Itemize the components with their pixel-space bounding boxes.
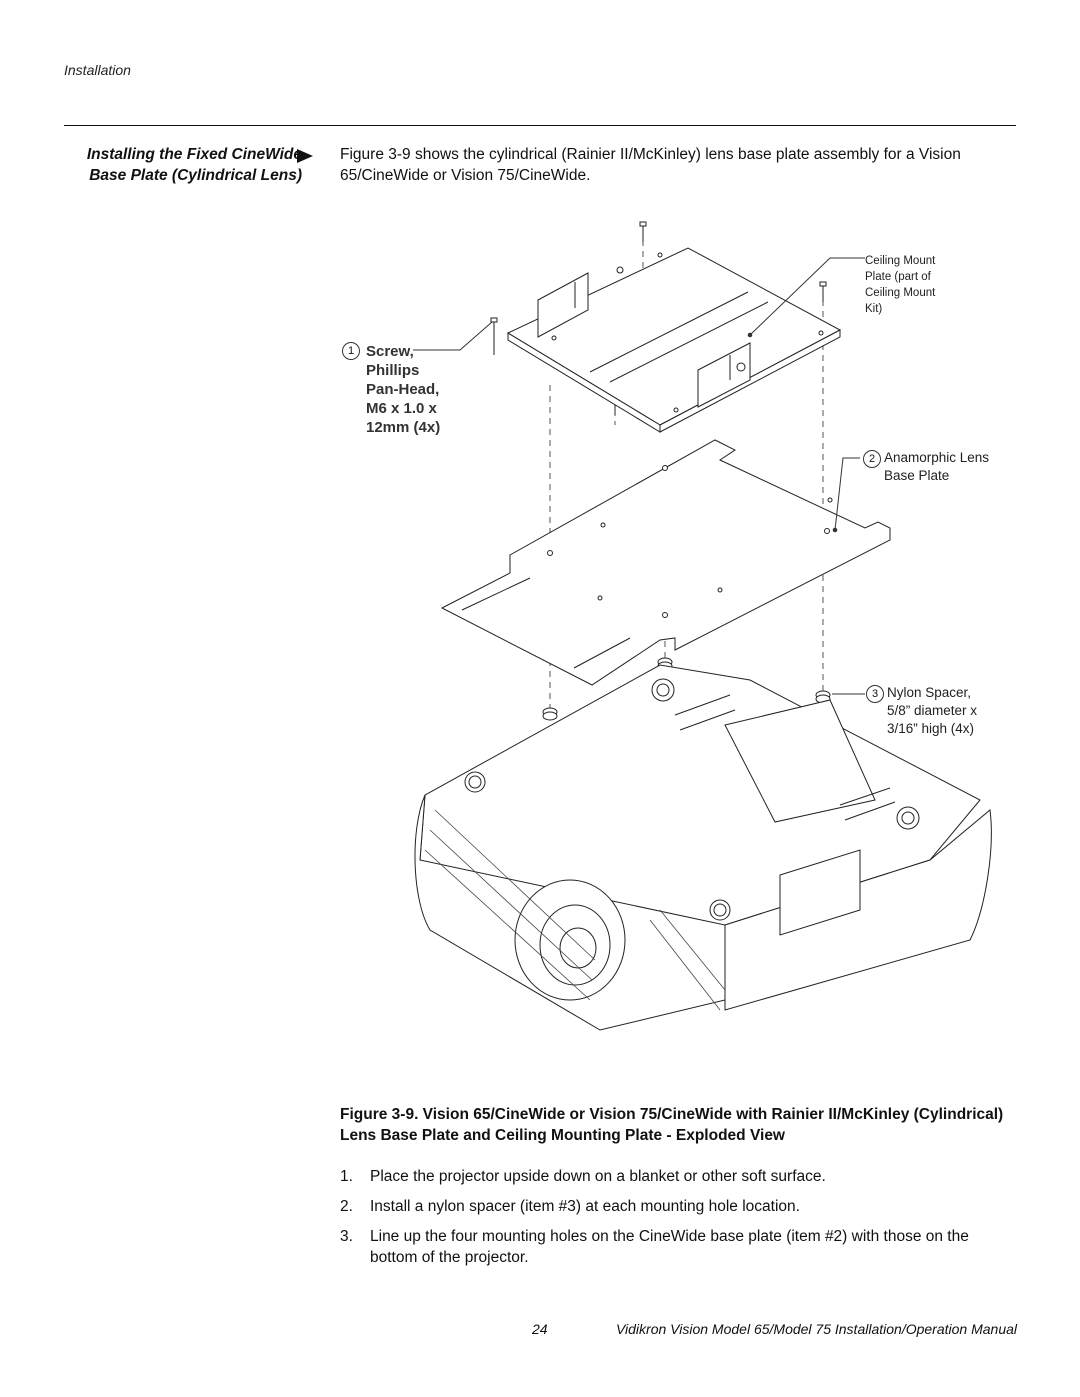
- step-text: Install a nylon spacer (item #3) at each…: [370, 1198, 800, 1215]
- callout-leaders: [413, 257, 865, 695]
- spacer-label: Nylon Spacer, 5/8” diameter x 3/16” high…: [887, 685, 978, 736]
- list-item: 2. Install a nylon spacer (item #3) at e…: [340, 1196, 1020, 1217]
- intro-paragraph: Figure 3-9 shows the cylindrical (Rainie…: [340, 146, 961, 184]
- step-number: 1.: [340, 1168, 353, 1185]
- list-item: 1. Place the projector upside down on a …: [340, 1166, 1020, 1187]
- list-item: 3. Line up the four mounting holes on th…: [340, 1226, 1020, 1268]
- header-rule: [64, 125, 1016, 126]
- page-number: 24: [532, 1321, 548, 1337]
- ceiling-mount-plate: [506, 247, 842, 433]
- projector-body: [414, 664, 992, 1031]
- step-number: 2.: [340, 1198, 353, 1215]
- base-plate-label: Anamorphic Lens Base Plate: [884, 450, 990, 483]
- step-number: 3.: [340, 1228, 353, 1245]
- running-head: Installation: [64, 62, 131, 78]
- callout-number-1: 1: [342, 342, 360, 360]
- exploded-view-drawing: [413, 221, 992, 1031]
- arrow-right-icon: [297, 149, 313, 163]
- screw-label: Screw, Phillips Pan-Head, M6 x 1.0 x 12m…: [366, 343, 441, 436]
- side-heading-line1: Installing the Fixed CineWide: [86, 146, 302, 163]
- exploded-view-figure: Ceiling Mount Plate (part of Ceiling Mou…: [330, 210, 1020, 1090]
- step-text: Line up the four mounting holes on the C…: [370, 1228, 969, 1266]
- side-heading-line2: Base Plate (Cylindrical Lens): [89, 167, 302, 184]
- anamorphic-base-plate: [440, 439, 891, 686]
- manual-title: Vidikron Vision Model 65/Model 75 Instal…: [615, 1321, 1017, 1337]
- step-text: Place the projector upside down on a bla…: [370, 1168, 826, 1185]
- callout-number-2: 2: [863, 450, 881, 468]
- figure-caption: Figure 3-9. Vision 65/CineWide or Vision…: [340, 1106, 1004, 1144]
- instruction-steps: 1. Place the projector upside down on a …: [340, 1166, 1020, 1277]
- ceiling-mount-label: Ceiling Mount Plate (part of Ceiling Mou…: [865, 255, 936, 315]
- side-heading: Installing the Fixed CineWide Base Plate…: [40, 144, 302, 186]
- callout-number-3: 3: [866, 685, 884, 703]
